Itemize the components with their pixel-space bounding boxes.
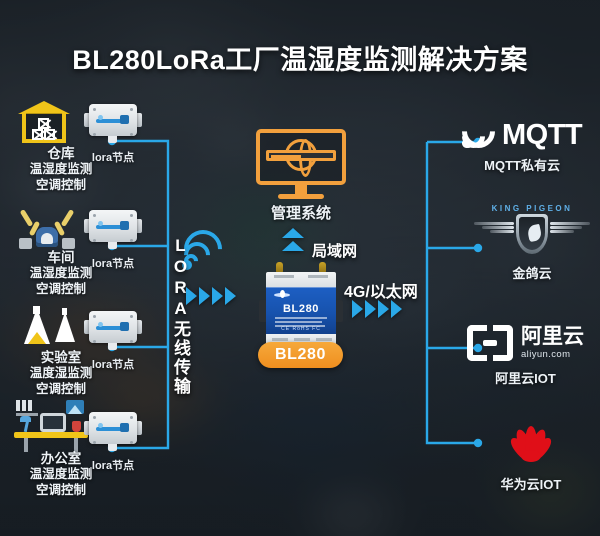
mqtt-wordmark: MQTT [502, 119, 583, 152]
facility-office-icon [14, 400, 88, 452]
cloud-aliyun-label: 阿里云IOT [495, 371, 556, 386]
facility-warehouse-icon [18, 101, 70, 143]
facility-workshop-icon [14, 205, 80, 249]
bl280-badge: BL280 [258, 342, 344, 368]
lora-node-3[interactable]: lora节点 [84, 311, 142, 372]
lan-label: 局域网 [312, 243, 358, 260]
facility-lab-caption: 实验室 温度湿监测 空调控制 [29, 350, 93, 396]
lora-transport-label: LORA无线传输 [171, 236, 190, 396]
lora-node-4-label: lora节点 [91, 460, 135, 472]
king-pigeon-logo: KING PIGEON [472, 204, 592, 256]
lora-node-4[interactable]: lora节点 [84, 412, 142, 473]
management-system-label: 管理系统 [270, 205, 331, 222]
lan-arrows-icon [282, 228, 304, 251]
facility-lab-icon [22, 306, 78, 350]
page-title: BL280LoRa工厂温湿度监测解决方案 [72, 45, 528, 75]
mqtt-logo: MQTT [455, 108, 583, 155]
lora-node-2[interactable]: lora节点 [84, 210, 142, 271]
wan-arrows-icon [352, 300, 402, 318]
facility-workshop-caption: 车间 温湿度监测 空调控制 [29, 250, 93, 296]
facility-warehouse-caption: 仓库 温湿度监测 空调控制 [29, 146, 93, 192]
lora-node-3-label: lora节点 [91, 359, 135, 371]
cloud-huawei-label: 华为云IOT [500, 477, 562, 492]
bl280-gateway-device[interactable]: BL280 CE RoHS FC [259, 262, 343, 354]
lora-node-1[interactable]: lora节点 [84, 104, 142, 165]
gateway-silkscreen-name: BL280 [282, 303, 320, 315]
lora-arrows-icon [186, 287, 236, 305]
cloud-aliyun[interactable]: 阿里云 aliyun.com 阿里云IOT [467, 325, 584, 387]
management-system-icon [256, 129, 346, 201]
king-pigeon-wordmark: KING PIGEON [491, 204, 573, 213]
gateway-cert-marks: CE RoHS FC [281, 326, 321, 332]
huawei-logo [494, 416, 568, 465]
facility-office-caption: 办公室 温湿度监测 空调控制 [29, 451, 93, 497]
cloud-huawei[interactable]: 华为云IOT [494, 416, 568, 493]
aliyun-wordmark-en: aliyun.com [521, 349, 571, 360]
aliyun-logo: 阿里云 aliyun.com [467, 325, 584, 361]
cloud-king-pigeon[interactable]: KING PIGEON 金鸽云 [472, 204, 592, 282]
lora-node-1-label: lora节点 [91, 152, 135, 164]
lora-node-2-label: lora节点 [91, 258, 135, 270]
cloud-mqtt-label: MQTT私有云 [484, 158, 560, 173]
cloud-mqtt[interactable]: MQTT MQTT私有云 [455, 108, 583, 174]
cloud-king-pigeon-label: 金鸽云 [512, 266, 552, 281]
aliyun-wordmark: 阿里云 [521, 325, 584, 348]
wan-label: 4G/以太网 [344, 284, 418, 301]
